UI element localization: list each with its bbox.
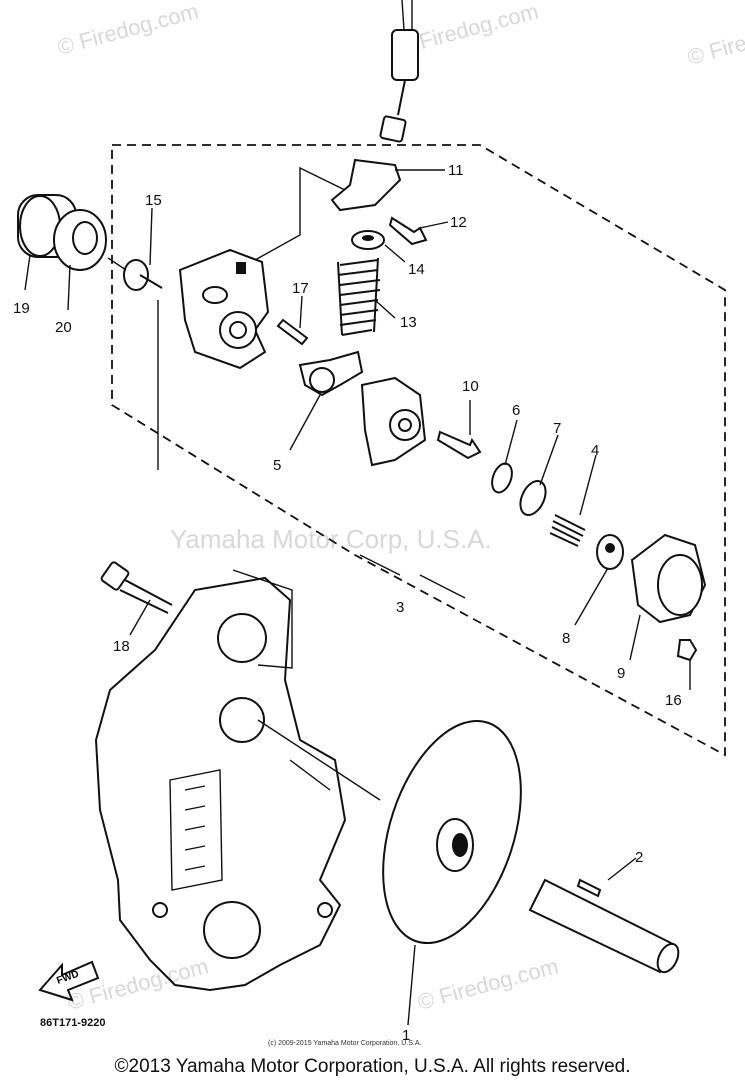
part-bush-8: [596, 534, 624, 570]
part-bolt-18: [100, 561, 173, 614]
part-screw-10: [436, 430, 482, 460]
part-governor-housing: [178, 248, 270, 370]
diagram-code: 86T171-9220: [40, 1017, 106, 1029]
part-shaft: [528, 878, 680, 974]
assembly-outline: [111, 144, 726, 757]
callout-13: 13: [400, 314, 417, 331]
callout-14: 14: [408, 261, 425, 278]
watermark-bottom-left: © Firedog.com: [65, 953, 211, 1015]
part-bracket: [330, 158, 402, 212]
callout-2: 2: [635, 849, 643, 866]
part-bolt-16: [676, 639, 698, 662]
callout-12: 12: [450, 214, 467, 231]
small-credit: (c) 2009-2015 Yamaha Motor Corporation, …: [268, 1040, 422, 1047]
part-screw-12: [388, 216, 428, 246]
leader-crankcase: [157, 300, 293, 669]
watermark-top-left: © Firedog.com: [55, 0, 201, 60]
callout-8: 8: [562, 630, 570, 647]
part-cap-9: [630, 533, 707, 624]
cable: [379, 0, 419, 143]
part-pin-17: [276, 318, 309, 346]
part-crankcase: [94, 576, 347, 992]
part-lever-5: [298, 350, 364, 397]
callout-11: 11: [448, 162, 464, 179]
part-plug-20: [53, 209, 107, 271]
callout-3: 3: [396, 599, 404, 616]
part-cover: [360, 376, 427, 467]
callout-19: 19: [13, 300, 30, 317]
callout-6: 6: [512, 402, 520, 419]
leader-lines: [24, 169, 691, 1026]
callout-16: 16: [665, 692, 682, 709]
watermark-bottom-right: © Firedog.com: [415, 953, 561, 1015]
leader-housing: [254, 166, 346, 261]
copyright-notice: ©2013 Yamaha Motor Corporation, U.S.A. A…: [114, 1056, 631, 1077]
callouts: 1 2 3 4 5 6 7 8 9 10 11 12 13 14 15 16 1…: [13, 162, 682, 1044]
part-pin-15: [123, 259, 163, 291]
part-spring-13: [337, 257, 381, 336]
part-sheave-1: [382, 719, 522, 945]
callout-10: 10: [462, 378, 479, 395]
callout-15: 15: [145, 192, 162, 209]
watermark-center: Yamaha Motor Corp, U.S.A.: [170, 524, 492, 554]
callout-18: 18: [113, 638, 130, 655]
callout-4: 4: [591, 442, 599, 459]
part-spring-4: [549, 514, 586, 547]
callout-9: 9: [617, 665, 625, 682]
watermark-top-right: © Firedog.com: [685, 8, 745, 70]
callout-7: 7: [553, 420, 561, 437]
part-collar-7: [519, 480, 547, 516]
callout-5: 5: [273, 457, 281, 474]
callout-17: 17: [292, 280, 309, 297]
callout-1: 1: [402, 1027, 410, 1044]
part-washer-6: [491, 462, 513, 494]
callout-20: 20: [55, 319, 72, 336]
fwd-arrow-icon: FWD: [38, 960, 100, 1002]
